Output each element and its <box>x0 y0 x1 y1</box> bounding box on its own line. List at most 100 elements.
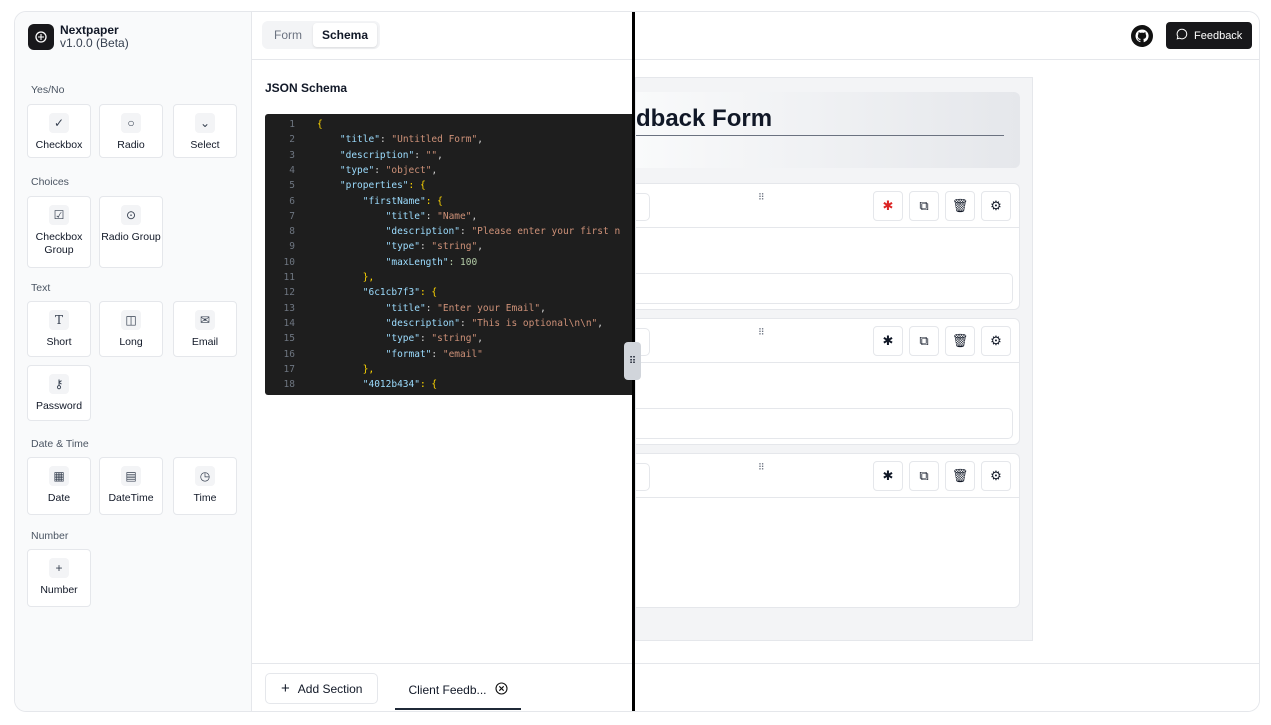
palette-item-time[interactable]: ◷ Time <box>173 457 237 515</box>
header-divider <box>635 59 1259 60</box>
group-label-text: Text <box>31 282 51 294</box>
required-toggle-button[interactable]: ✱ <box>873 191 903 221</box>
palette-item-select[interactable]: ⌄ Select <box>173 104 237 158</box>
header-divider <box>252 59 632 60</box>
form-title[interactable]: dback Form <box>636 105 773 132</box>
code-line: 15 "type": "string", <box>265 331 483 346</box>
close-circle-icon[interactable] <box>494 681 508 698</box>
settings-button[interactable]: ⚙ <box>981 191 1011 221</box>
field-type-pill[interactable] <box>636 193 650 221</box>
line-number: 1 <box>289 119 295 130</box>
schema-panel: Form Schema JSON Schema 1 {2 "title": "Un… <box>252 12 632 711</box>
drag-handle-icon[interactable]: ⠿ <box>758 327 765 337</box>
schema-title: JSON Schema <box>265 81 348 95</box>
delete-button[interactable]: 🗑 <box>945 191 975 221</box>
palette-item-email[interactable]: ✉ Email <box>173 301 237 357</box>
code-line: 18 "4012b434": { <box>265 377 438 392</box>
copy-icon: ⧉ <box>919 198 929 213</box>
circle-dots-icon: ⊙ <box>121 205 141 225</box>
code-line: 5 "properties": { <box>265 178 426 193</box>
line-number: 16 <box>283 348 295 360</box>
code-line: 2 "title": "Untitled Form", <box>265 132 483 147</box>
json-schema-editor[interactable]: 1{2 "title": "Untitled Form",3 "descript… <box>265 114 632 395</box>
duplicate-button[interactable]: ⧉ <box>909 191 939 221</box>
footer-divider <box>635 663 1259 664</box>
required-toggle-button[interactable]: ✱ <box>873 326 903 356</box>
palette-item-checkbox[interactable]: ✓ Checkbox <box>27 104 91 158</box>
form-canvas: dback Form ⠿ ✱ ⧉ 🗑 ⚙ ⠿ <box>635 77 1033 641</box>
calendar-clock-icon: ▤ <box>121 466 141 486</box>
palette-item-date[interactable]: ▦ Date <box>27 457 91 515</box>
feedback-label: Feedback <box>1194 29 1243 42</box>
plus-icon: + <box>49 558 69 578</box>
drag-handle-icon[interactable]: ⠿ <box>758 192 765 202</box>
code-text: "type": "string", <box>385 241 483 253</box>
line-number: 12 <box>283 287 295 299</box>
code-text: "title": "Enter your Email", <box>385 302 546 314</box>
chevron-down-icon: ⌄ <box>195 113 215 133</box>
brand-version: v1.0.0 (Beta) <box>60 36 129 50</box>
feedback-button[interactable]: Feedback <box>1166 22 1253 49</box>
add-section-button[interactable]: + Add Section <box>265 673 379 704</box>
gear-icon: ⚙ <box>990 198 1002 213</box>
type-icon: T <box>49 310 69 330</box>
brand-name: Nextpaper <box>60 23 119 37</box>
nextpaper-logo-icon <box>28 24 54 50</box>
tab-form[interactable]: Form <box>274 28 302 42</box>
calendar-icon: ▦ <box>49 466 69 486</box>
message-icon <box>1176 28 1188 43</box>
palette-item-radio[interactable]: ○ Radio <box>99 104 163 158</box>
field-input[interactable] <box>636 273 1013 304</box>
code-text: "firstName": { <box>362 195 443 207</box>
required-toggle-button[interactable]: ✱ <box>873 461 903 491</box>
field-input[interactable] <box>636 408 1013 439</box>
palette-item-password[interactable]: ⚷ Password <box>27 365 91 421</box>
field-card[interactable]: ⠿ ✱ ⧉ 🗑 ⚙ <box>636 453 1020 608</box>
duplicate-button[interactable]: ⧉ <box>909 326 939 356</box>
tab-schema[interactable]: Schema <box>313 23 378 47</box>
code-line: 8 "description": "Please enter your firs… <box>265 224 620 239</box>
line-number: 9 <box>289 241 295 253</box>
palette-item-long[interactable]: ◫ Long <box>99 301 163 357</box>
group-label-choices: Choices <box>31 176 69 188</box>
code-text: "type": "string", <box>385 333 483 345</box>
code-line: 11 }, <box>265 270 375 285</box>
settings-button[interactable]: ⚙ <box>981 461 1011 491</box>
github-icon[interactable] <box>1131 25 1153 47</box>
field-card[interactable]: ⠿ ✱ ⧉ 🗑 ⚙ <box>636 183 1020 310</box>
code-line: 17 }, <box>265 362 375 377</box>
palette-item-short[interactable]: T Short <box>27 301 91 357</box>
code-text: "properties": { <box>339 180 426 192</box>
code-line: 13 "title": "Enter your Email", <box>265 301 546 316</box>
settings-button[interactable]: ⚙ <box>981 326 1011 356</box>
gear-icon: ⚙ <box>990 468 1002 483</box>
code-text: "description": "This is optional\n\n", <box>385 317 604 329</box>
drag-handle-icon[interactable]: ⠿ <box>758 462 765 472</box>
columns-icon: ◫ <box>121 310 141 330</box>
field-type-pill[interactable] <box>636 463 650 491</box>
duplicate-button[interactable]: ⧉ <box>909 461 939 491</box>
code-text: "type": "object", <box>339 164 438 176</box>
form-header: dback Form <box>636 92 1020 168</box>
section-tab-label: Client Feedb... <box>408 682 487 697</box>
group-label-number: Number <box>31 530 69 542</box>
code-text: { <box>317 119 323 130</box>
key-icon: ⚷ <box>49 374 69 394</box>
line-number: 18 <box>283 379 295 391</box>
palette-item-number[interactable]: + Number <box>27 549 91 607</box>
delete-button[interactable]: 🗑 <box>945 326 975 356</box>
code-text: "format": "email" <box>385 348 483 360</box>
code-line: 6 "firstName": { <box>265 194 443 209</box>
palette-item-checkbox-group[interactable]: ☑ Checkbox Group <box>27 196 91 268</box>
group-label-date-time: Date & Time <box>31 438 89 450</box>
brand: Nextpaper v1.0.0 (Beta) <box>28 24 129 50</box>
view-tabs: Form Schema <box>262 21 381 49</box>
palette-item-datetime[interactable]: ▤ DateTime <box>99 457 163 515</box>
resize-handle-icon[interactable]: ⠿ <box>624 342 641 380</box>
trash-icon: 🗑 <box>951 468 969 483</box>
app-window: Nextpaper v1.0.0 (Beta) Yes/No ✓ Checkbo… <box>14 11 1260 712</box>
section-tab-client-feedback[interactable]: Client Feedb... <box>395 671 521 710</box>
delete-button[interactable]: 🗑 <box>945 461 975 491</box>
palette-item-radio-group[interactable]: ⊙ Radio Group <box>99 196 163 268</box>
field-card[interactable]: ⠿ ✱ ⧉ 🗑 ⚙ <box>636 318 1020 445</box>
